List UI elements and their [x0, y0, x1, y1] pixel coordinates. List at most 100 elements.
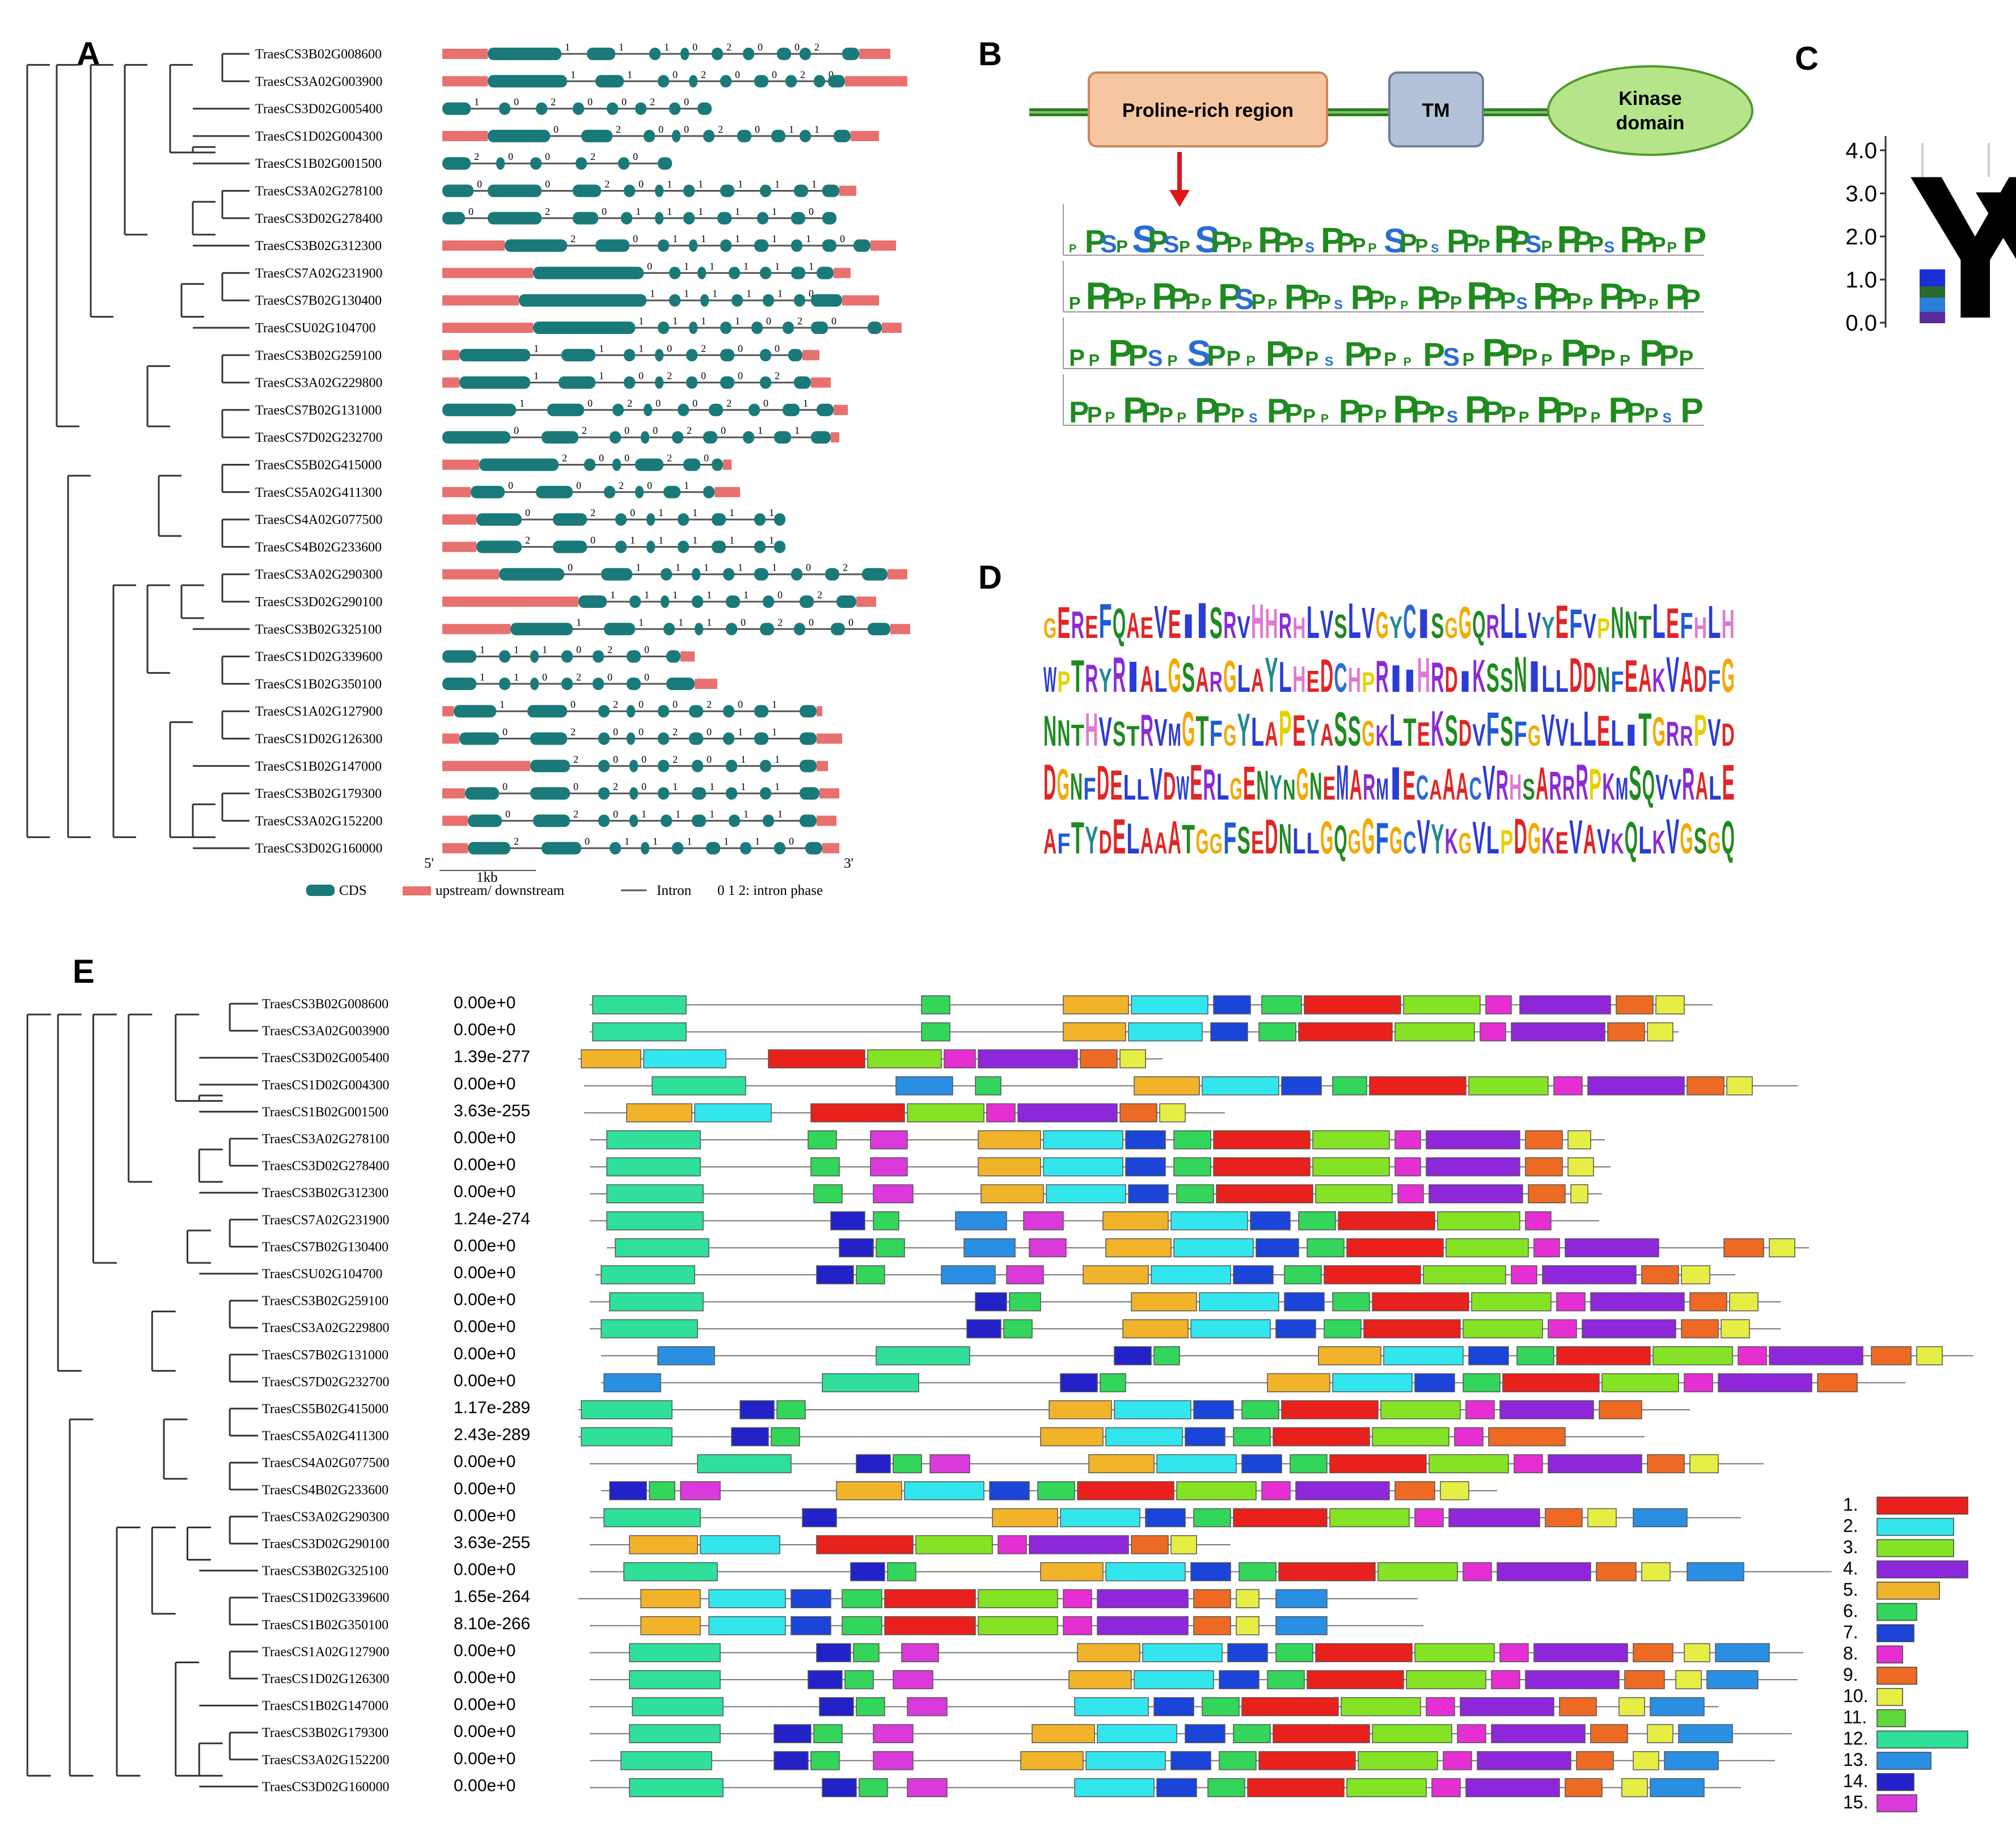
motif-box [1468, 1076, 1549, 1096]
gene-label: TraesCS3D02G278400 [255, 212, 382, 226]
motif-box [1465, 1400, 1495, 1419]
motif-box [700, 1535, 780, 1554]
intron-phase: 1 [738, 562, 743, 573]
e-value: 0.00e+0 [454, 1452, 515, 1471]
motif-box [1298, 1211, 1336, 1231]
motif-letter: G [1389, 819, 1402, 862]
intron-phase: 0 [701, 370, 706, 382]
motif-box [1261, 995, 1302, 1015]
cds-exon [689, 732, 703, 745]
motif-box [771, 1427, 800, 1447]
motif-box [609, 1292, 704, 1312]
cds-exon [615, 540, 627, 553]
motif-swatch [1876, 1560, 1968, 1579]
motif-letter: R [1549, 764, 1562, 809]
motif-letter: P [1597, 612, 1610, 644]
motif-box [887, 1562, 916, 1582]
logo-letter: P [1384, 349, 1397, 370]
motif-box [606, 1157, 701, 1177]
motif-letter: R [1071, 603, 1084, 646]
motif-box [1372, 1292, 1469, 1312]
motif-box [1565, 1778, 1603, 1798]
motif-box [842, 1616, 882, 1635]
cds-exon [547, 403, 584, 416]
motif-letter: A [1265, 715, 1278, 753]
cds-exon [612, 458, 621, 471]
motif-letter: H [1694, 611, 1707, 645]
motif-letter: P [1694, 705, 1707, 755]
cds-exon [771, 129, 785, 142]
cds-exon [629, 814, 638, 827]
motif-letter: D [1569, 649, 1582, 703]
motif-legend-item: 10. [1843, 1686, 1903, 1706]
logo-letter: P [1561, 332, 1586, 374]
logo-letter: P [1533, 275, 1558, 318]
motif-box [907, 1778, 948, 1798]
gene-label: TraesCS3D02G005400 [262, 1051, 389, 1066]
panel-label-c: C [1795, 40, 1819, 77]
motif-box [1491, 1670, 1520, 1689]
motif-box [1128, 1022, 1203, 1042]
motif-letter: M [1168, 717, 1181, 753]
motif-letter: T [1126, 720, 1139, 752]
cds-exon [505, 239, 567, 252]
upstream-utr [442, 295, 519, 306]
motif-legend-item: 1. [1843, 1494, 1968, 1515]
intron-phase: 1 [639, 315, 644, 327]
motif-box [1029, 1535, 1129, 1554]
intron-phase: 2 [474, 151, 479, 162]
motif-letter: T [1182, 817, 1195, 863]
cds-exon [692, 568, 700, 581]
motif-box [884, 1589, 976, 1608]
downstream-utr [845, 76, 907, 87]
logo-letter: S [1443, 343, 1460, 371]
motif-letter: S [1445, 707, 1458, 755]
logo-letter: P [1600, 345, 1616, 371]
intron-phase: 0 [707, 726, 712, 738]
gene-label: TraesCS3D02G278400 [262, 1159, 389, 1174]
logo-letter: P [1284, 278, 1308, 317]
cds-exon [615, 513, 627, 526]
motif-swatch [1876, 1730, 1968, 1749]
motif-box [1060, 1508, 1140, 1528]
motif-box [1329, 1508, 1410, 1528]
gene-label: TraesCS1D02G126300 [255, 732, 382, 747]
kinase-domain-label-1: Kinase [1618, 88, 1682, 109]
intron-phase: 1 [707, 589, 712, 601]
motif-box [1570, 1184, 1588, 1203]
motif-letter: V [1154, 711, 1167, 754]
logo-letter: S [1431, 242, 1439, 255]
intron-phase: 1 [758, 425, 763, 436]
intron-phase: 0 [622, 96, 627, 108]
logo-letter: P [1290, 234, 1304, 257]
logo-letter: P [1218, 276, 1242, 317]
motif-swatch [1876, 1645, 1903, 1664]
motif-letter: L [1652, 594, 1666, 649]
intron-phase: 1 [803, 398, 808, 409]
intron-phase: 1 [709, 781, 715, 792]
motif-number: 13. [1843, 1749, 1868, 1770]
motif-box [1284, 1292, 1325, 1312]
motif-letter: F [1569, 602, 1582, 647]
motif-box [1193, 1508, 1231, 1528]
cds-exon [573, 184, 601, 197]
gene-label: TraesCS3A02G278100 [262, 1132, 389, 1147]
motif-box [1596, 1562, 1637, 1582]
cds-exon [573, 102, 584, 115]
down-arrow-icon [1169, 190, 1190, 207]
gene-label: TraesCS7A02G231900 [255, 266, 382, 281]
intron-phase: 0 [588, 398, 593, 409]
motif-box [1176, 1184, 1214, 1203]
motif-letter: D [1099, 824, 1112, 861]
motif-box [1511, 1265, 1537, 1284]
motif-box [1916, 1346, 1943, 1366]
motif-letter: A [1154, 826, 1167, 860]
motif-box [1307, 1238, 1345, 1258]
logo-letter: S [1195, 218, 1220, 260]
intron-phase: 2 [613, 781, 618, 792]
motif-letter: C [1403, 825, 1416, 860]
logo-letter: S [1164, 231, 1180, 257]
